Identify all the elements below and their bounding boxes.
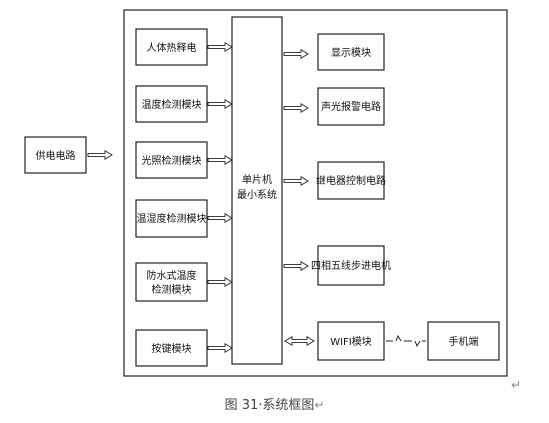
svg-text:人体热释电: 人体热释电 [147, 41, 197, 54]
display-module-block: 显示模块 [317, 33, 385, 71]
wireless-link [386, 334, 426, 348]
display-arrow [283, 49, 309, 59]
key-module-block: 按键模块 [135, 329, 208, 367]
human-sensor-block: 人体热释电 [135, 28, 208, 66]
human-sensor-arrow [207, 42, 233, 52]
svg-text:单片机: 单片机 [242, 173, 272, 186]
light-detect-block: 光照检测模块 [135, 141, 208, 179]
svg-text:四相五线步进电机: 四相五线步进电机 [311, 259, 391, 272]
power-arrow [87, 150, 113, 160]
svg-text:最小系统: 最小系统 [237, 188, 277, 201]
svg-text:防水式温度: 防水式温度 [147, 269, 197, 282]
power-supply-block: 供电电路 [24, 136, 87, 174]
key-arrow [207, 343, 233, 353]
svg-text:手机端: 手机端 [449, 335, 479, 348]
alarm-arrow [283, 103, 309, 113]
svg-text:温湿度检测模块: 温湿度检测模块 [137, 212, 207, 225]
svg-text:温度检测模块: 温度检测模块 [142, 98, 202, 111]
svg-text:声光报警电路: 声光报警电路 [321, 100, 381, 113]
svg-text:供电电路: 供电电路 [36, 149, 76, 162]
humidity-arrow [207, 213, 233, 223]
mcu-block: 单片机 最小系统 [231, 16, 283, 365]
svg-text:WIFI模块: WIFI模块 [330, 336, 372, 348]
paragraph-return-mark: ↵ [511, 378, 522, 392]
relay-control-block: 继电器控制电路 [316, 161, 386, 200]
svg-text:检测模块: 检测模块 [152, 283, 192, 296]
alarm-circuit-block: 声光报警电路 [317, 87, 385, 126]
waterproof-temp-block: 防水式温度 检测模块 [135, 262, 208, 302]
wifi-bidirectional-arrow [284, 336, 315, 346]
figure-caption: 图 31·系统框图↵ [0, 394, 549, 413]
caption-return-mark: ↵ [314, 398, 325, 412]
relay-arrow [283, 176, 309, 186]
temperature-detect-block: 温度检测模块 [135, 85, 208, 123]
light-arrow [207, 155, 233, 165]
wifi-module-block: WIFI模块 [317, 321, 385, 361]
stepper-motor-block: 四相五线步进电机 [311, 245, 391, 286]
system-frame [123, 9, 508, 377]
stepper-arrow [283, 261, 309, 271]
svg-text:继电器控制电路: 继电器控制电路 [316, 174, 386, 187]
humidity-detect-block: 温湿度检测模块 [135, 199, 208, 238]
svg-text:按键模块: 按键模块 [152, 342, 192, 355]
temperature-arrow [207, 99, 233, 109]
caption-text: 图 31·系统框图 [224, 398, 315, 413]
phone-end-block: 手机端 [427, 321, 500, 361]
svg-text:光照检测模块: 光照检测模块 [142, 154, 202, 167]
waterproof-arrow [207, 277, 233, 287]
svg-text:显示模块: 显示模块 [331, 47, 371, 59]
